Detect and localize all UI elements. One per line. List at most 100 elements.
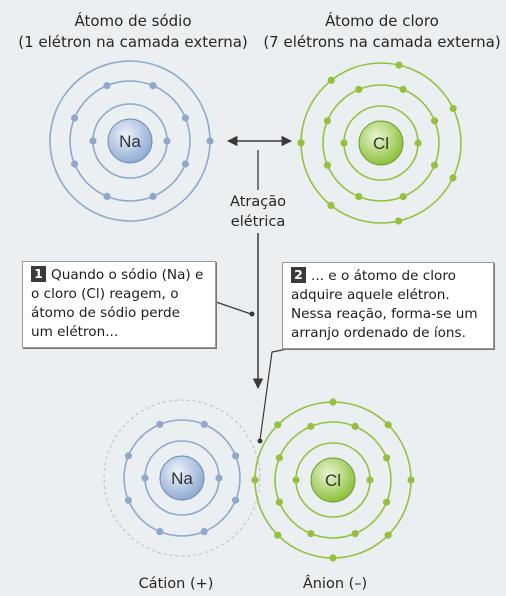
chlorine-shells-bottom xyxy=(251,398,415,562)
sodium-bottom-electron xyxy=(156,420,164,428)
attraction-label-line2: elétrica xyxy=(231,214,285,230)
chlorine-bottom-electron xyxy=(351,530,359,538)
chlorine-bottom-electron xyxy=(275,498,283,506)
chlorine-top-electron xyxy=(323,117,331,125)
step2-line2: adquire aquele elétron. xyxy=(291,287,450,303)
cation-caption: Cátion (+) xyxy=(139,576,214,592)
sodium-bottom-electron xyxy=(215,474,223,482)
sodium-bottom-electron xyxy=(200,420,208,428)
sodium-cation: Na xyxy=(103,399,261,557)
step2-number: 2 xyxy=(291,267,306,283)
step1-line2: o cloro (Cl) reagem, o xyxy=(31,286,179,302)
chlorine-shells-top xyxy=(297,61,462,225)
chlorine-nucleus-top xyxy=(358,120,404,166)
sodium-nucleus-top xyxy=(107,118,153,164)
attraction-label-line1: Atração xyxy=(230,194,286,210)
chlorine-top-electron xyxy=(395,61,403,69)
chlorine-bottom-electron xyxy=(384,421,392,429)
chlorine-bottom-electron xyxy=(366,476,374,484)
sodium-top-electron xyxy=(181,160,189,168)
sodium-top-shell-2 xyxy=(69,80,191,202)
sodium-atom-top: Na xyxy=(49,60,214,222)
sodium-top-electron xyxy=(71,114,79,122)
chlorine-symbol-top: Cl xyxy=(373,134,389,153)
sodium-bottom-electron xyxy=(141,474,149,482)
step1-number: 1 xyxy=(31,266,46,282)
callout1-pointer-dot xyxy=(249,311,255,317)
chlorine-bottom-electron xyxy=(307,530,315,538)
sodium-top-electron xyxy=(103,192,111,200)
sodium-bottom-electron xyxy=(232,496,240,504)
chlorine-title: Átomo de cloro xyxy=(325,11,439,30)
chlorine-top-electron xyxy=(327,76,335,84)
sodium-top-electron xyxy=(89,137,97,145)
sodium-bottom-electron xyxy=(232,452,240,460)
chlorine-bottom-shell-2 xyxy=(274,421,392,539)
sodium-nucleus-bottom xyxy=(159,455,205,501)
chlorine-bottom-electron xyxy=(329,398,337,406)
sodium-bottom-electron xyxy=(200,528,208,536)
step2-line3: Nessa reação, forma-se um xyxy=(291,306,478,322)
chlorine-top-shell-2 xyxy=(322,84,440,202)
sodium-bottom-shell-2 xyxy=(123,419,241,537)
chlorine-nucleus-bottom xyxy=(310,457,356,503)
chlorine-top-electron xyxy=(431,161,439,169)
chlorine-top-electron xyxy=(355,193,363,201)
sodium-symbol-bottom: Na xyxy=(171,469,193,488)
sodium-bottom-electron xyxy=(156,528,164,536)
sodium-top-electron xyxy=(149,192,157,200)
step1-line4: um elétron... xyxy=(31,324,119,340)
chlorine-top-electron xyxy=(431,117,439,125)
sodium-bottom-electron xyxy=(124,496,132,504)
chlorine-top-electron xyxy=(327,201,335,209)
chlorine-top-electron xyxy=(355,85,363,93)
lost-shell-dashed xyxy=(103,399,261,557)
sodium-subtitle: (1 elétron na camada externa) xyxy=(18,33,248,51)
chlorine-bottom-electron xyxy=(407,476,415,484)
sodium-top-electron xyxy=(149,82,157,90)
sodium-symbol-top: Na xyxy=(119,132,141,151)
chlorine-bottom-electron xyxy=(307,422,315,430)
chlorine-top-electron xyxy=(449,104,457,113)
chlorine-bottom-electron xyxy=(383,454,391,462)
chlorine-bottom-electron xyxy=(383,498,391,506)
chlorine-symbol-bottom: Cl xyxy=(325,471,341,490)
chlorine-top-electron xyxy=(323,161,331,169)
chlorine-bottom-electron xyxy=(329,554,337,562)
chlorine-top-electron xyxy=(340,139,348,147)
chlorine-top-electron xyxy=(395,217,403,225)
chlorine-atom-top: Cl xyxy=(297,61,462,225)
step2-callout: 2... e o átomo de cloro adquire aquele e… xyxy=(282,262,494,349)
chlorine-anion: Cl xyxy=(251,398,415,562)
step2-line1: 2... e o átomo de cloro xyxy=(291,267,487,286)
callout2-pointer-dot xyxy=(257,438,263,444)
chlorine-top-electron xyxy=(399,85,407,93)
step2-line4: arranjo ordenado de íons. xyxy=(291,325,466,341)
chlorine-top-electron xyxy=(399,193,407,201)
sodium-shells-bottom xyxy=(123,419,241,537)
chlorine-subtitle: (7 elétrons na camada externa) xyxy=(263,33,500,51)
chlorine-bottom-electron xyxy=(274,421,282,429)
sodium-shells-top xyxy=(49,60,214,222)
chlorine-top-electron xyxy=(449,174,457,182)
sodium-top-electron xyxy=(181,114,189,122)
chlorine-bottom-electron xyxy=(351,422,359,430)
sodium-top-electron xyxy=(163,137,171,145)
anion-caption: Ânion (–) xyxy=(303,574,367,592)
sodium-title: Átomo de sódio xyxy=(75,11,192,30)
chlorine-bottom-electron xyxy=(275,454,283,462)
chlorine-bottom-electron xyxy=(384,531,392,539)
callout1-pointer xyxy=(215,301,252,315)
step1-line3: átomo de sódio perde xyxy=(31,305,180,321)
callout2-pointer xyxy=(259,347,293,441)
chlorine-bottom-electron xyxy=(292,476,300,484)
sodium-top-electron xyxy=(206,137,214,145)
chlorine-bottom-electron xyxy=(251,476,259,484)
sodium-top-electron xyxy=(103,82,111,90)
sodium-bottom-electron xyxy=(124,452,132,460)
chlorine-bottom-electron xyxy=(274,531,282,539)
chlorine-top-electron xyxy=(297,139,305,147)
